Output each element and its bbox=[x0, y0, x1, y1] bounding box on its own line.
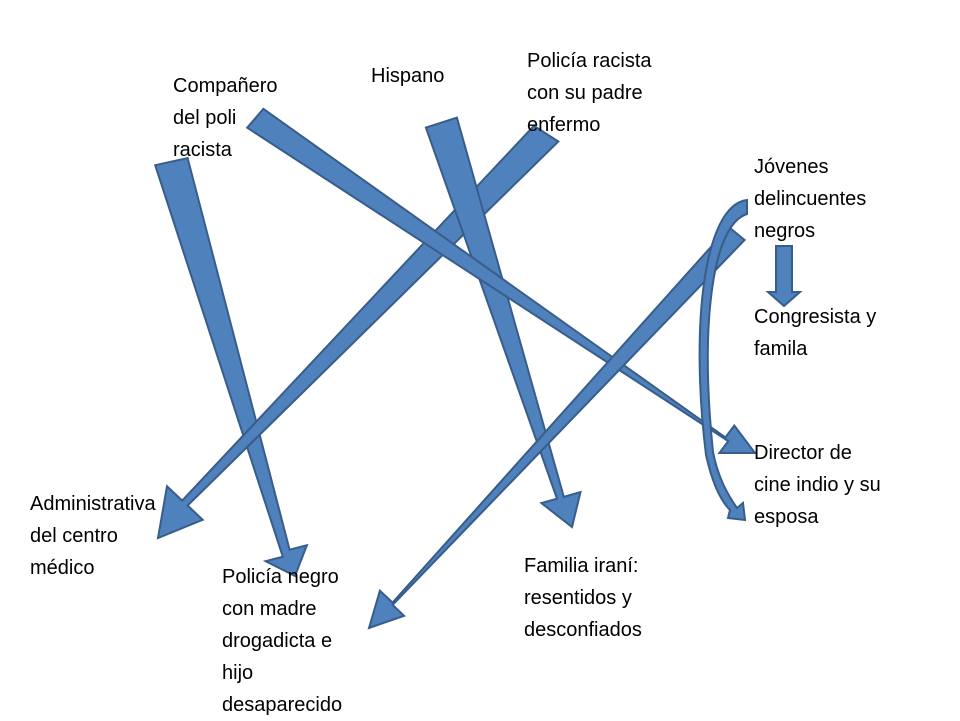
arrow-jovenes-to-congresista bbox=[765, 245, 803, 308]
arrow-companero-to-policia-negro bbox=[153, 156, 309, 578]
arrow-companero-to-director bbox=[245, 107, 758, 454]
label-jovenes-delincuentes: Jóvenes delincuentes negros bbox=[754, 156, 867, 242]
label-companero: Compañero del poli racista bbox=[173, 75, 278, 161]
arrow-hispano-to-familia-irani bbox=[424, 116, 582, 529]
arrow-jovenes-to-policia-negro bbox=[367, 225, 747, 630]
label-policia-negro: Policía negro con madre drogadicta e hij… bbox=[222, 566, 343, 716]
label-director-cine: Director de cine indio y su esposa bbox=[754, 442, 881, 528]
label-administrativa: Administrativa del centro médico bbox=[30, 493, 156, 579]
label-familia-irani: Familia iraní: resentidos y desconfiados bbox=[524, 555, 642, 641]
curved-arrow-jovenes-to-director bbox=[698, 198, 748, 522]
label-policia-racista: Policía racista con su padre enfermo bbox=[527, 50, 652, 136]
label-congresista: Congresista y famila bbox=[754, 306, 877, 360]
label-hispano: Hispano bbox=[371, 65, 445, 87]
